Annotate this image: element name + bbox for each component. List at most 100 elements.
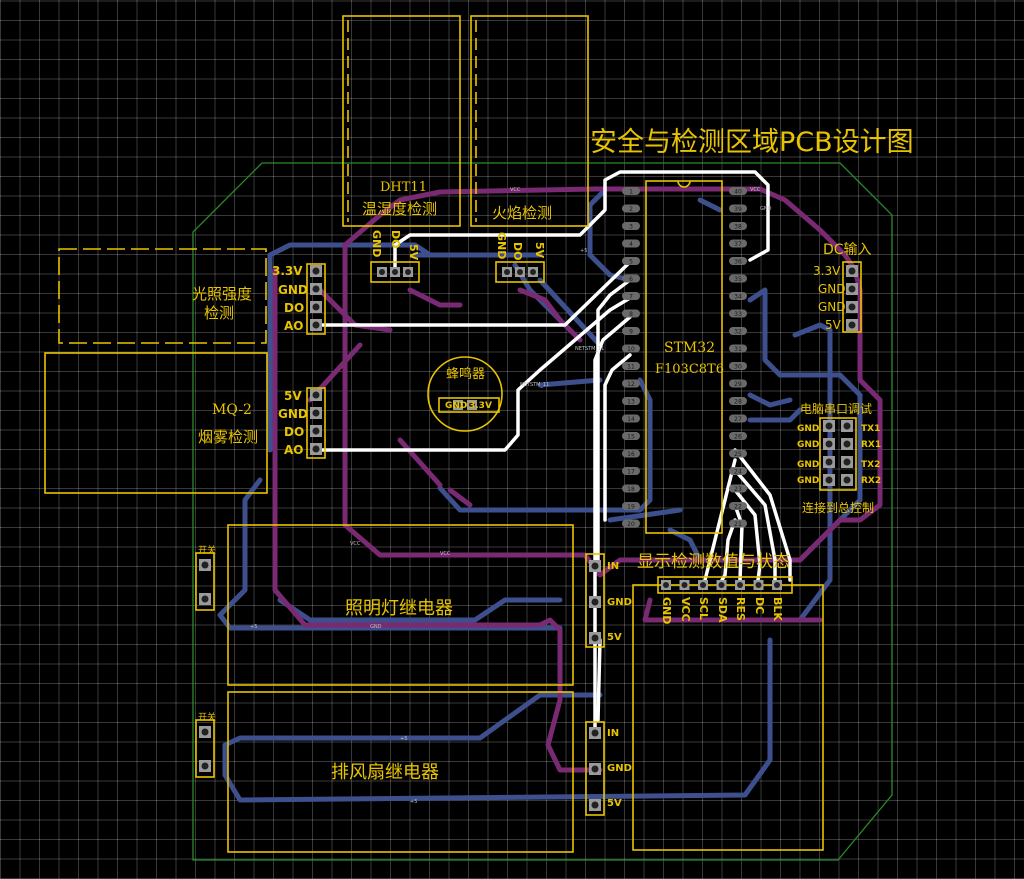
dht11-name: DHT11 <box>380 180 427 195</box>
mcu-pin-number: 28 <box>734 399 742 406</box>
mcu-pin-number: 2 <box>629 206 633 213</box>
mcu-pad-right <box>729 432 747 440</box>
dc-pin-5v: 5V <box>825 318 841 332</box>
light-label-2: 检测 <box>204 304 235 322</box>
display-pin-res: RES <box>734 597 747 621</box>
mcu-pad-right <box>729 397 747 405</box>
mq2-header-pad-hole <box>312 409 320 417</box>
mcu-pad-left <box>622 502 640 510</box>
mcu-name: STM32 <box>664 340 716 356</box>
svg-text:GND: GND <box>370 624 382 630</box>
svg-text:+5: +5 <box>580 248 587 254</box>
mcu-pin-number: 23 <box>734 486 742 493</box>
display-header-pad-hole <box>737 582 743 588</box>
serial-header-pad-b-hole <box>843 458 851 466</box>
mcu-pin-number: 30 <box>734 364 742 371</box>
mcu-pad-left <box>622 362 640 370</box>
display-pin-blk: BLK <box>771 597 784 621</box>
svg-text:NETSTM_11: NETSTM_11 <box>520 382 549 388</box>
mcu-pin-number: 15 <box>627 434 635 441</box>
mcu-pin-number: 4 <box>629 241 633 248</box>
relay2-pin-gnd: GND <box>607 763 632 774</box>
relay2-label: 排风扇继电器 <box>331 762 439 783</box>
mcu-pad-left <box>622 274 640 283</box>
svg-text:VCC: VCC <box>440 551 451 557</box>
serial-r2-tx: TX2 <box>861 460 881 470</box>
relay1-switch-pad-hole <box>201 561 209 569</box>
flame-header-pad-hole <box>517 269 523 275</box>
mcu-pad-right <box>729 187 747 195</box>
mcu-pin-number: 10 <box>627 346 635 353</box>
flame-label: 火焰检测 <box>492 204 553 222</box>
mcu-pad-left <box>622 519 640 528</box>
relay1-switch-label: 开关 <box>198 546 217 556</box>
serial-r3-rx: RX2 <box>861 476 882 486</box>
mq2-pin-ao: AO <box>284 443 304 457</box>
relay1-pin-5v: 5V <box>607 632 622 643</box>
light-header-pad-hole <box>312 303 320 311</box>
mcu-pad-right <box>729 484 747 493</box>
mcu-pin-number: 16 <box>627 451 635 458</box>
mq2-header-pad-hole <box>312 391 320 399</box>
serial-r0-gnd: GND <box>797 424 820 434</box>
mcu-pin-number: 12 <box>627 381 635 388</box>
serial-header-pad-a-hole <box>825 458 833 466</box>
mcu-pin-number: 39 <box>734 206 742 213</box>
mcu-pad-right <box>729 502 747 510</box>
relay1-switch-pad-hole <box>201 595 209 603</box>
relay2-switch-pad-hole <box>201 728 209 736</box>
relay2-switch-pad-hole <box>201 762 209 770</box>
relay1-header-pad-hole <box>591 598 599 606</box>
light-pin-ao: AO <box>284 319 304 333</box>
display-label: 显示检测数值与状态 <box>637 552 790 572</box>
mq2-name: MQ-2 <box>212 402 252 418</box>
display-header-pad-hole <box>755 582 762 588</box>
flame-pin-5v: 5V <box>533 242 546 259</box>
buzzer-pad-hole <box>455 402 461 408</box>
dht11-header-pad-hole <box>379 269 385 275</box>
serial-header-pad-b-hole <box>843 440 851 448</box>
serial-header-pad-a-hole <box>825 422 833 430</box>
flame-header-pad-hole <box>530 269 536 275</box>
svg-text:NETSTM_11: NETSTM_11 <box>575 346 604 352</box>
svg-text:VCC: VCC <box>350 541 361 547</box>
mcu-pin-number: 5 <box>629 259 633 266</box>
relay1-header-pad-hole <box>591 634 599 642</box>
mcu-pin-number: 3 <box>629 224 633 231</box>
mcu-pad-right <box>729 362 747 370</box>
mq2-pin-gnd: GND <box>278 407 308 421</box>
serial-label: 电脑串口调试 <box>800 402 873 416</box>
svg-text:+5: +5 <box>250 624 257 630</box>
serial-r3-gnd: GND <box>797 476 820 486</box>
dc-header-pad-hole <box>848 321 856 329</box>
flame-pin-do: DO <box>511 242 524 261</box>
light-sensor-dashed <box>58 248 267 344</box>
serial-r0-tx: TX1 <box>861 424 881 434</box>
display-pin-scl: SCL <box>697 597 710 621</box>
dc-header-pad-hole <box>848 303 856 311</box>
mcu-pin-number: 31 <box>734 346 742 353</box>
mcu-pad-left <box>622 379 640 388</box>
dht11-pin-5v: 5V <box>407 244 420 261</box>
light-header-pad-hole <box>312 267 320 275</box>
relay2-header-pad-hole <box>591 801 599 809</box>
mcu-pin-number: 19 <box>627 504 635 511</box>
mcu-pin-number: 8 <box>629 311 633 318</box>
dc-header-pad-hole <box>848 267 856 275</box>
mcu-pin-number: 7 <box>629 294 633 301</box>
serial-r1-gnd: GND <box>797 440 820 450</box>
relay1-pin-in: IN <box>607 561 620 572</box>
svg-text:+5: +5 <box>410 799 417 805</box>
serial-header-pad-a-hole <box>825 440 833 448</box>
display-pin-sda: SDA <box>715 597 729 623</box>
display-header-pad-hole <box>700 582 706 588</box>
mcu-pad-left <box>622 309 640 318</box>
mcu-pad-left <box>622 432 640 440</box>
svg-text:VCC: VCC <box>750 187 761 193</box>
mcu-pin-number: 14 <box>627 416 635 423</box>
mcu-pad-left <box>622 397 640 405</box>
mcu-pad-right <box>729 204 747 213</box>
mcu-pin-number: 34 <box>734 294 742 301</box>
